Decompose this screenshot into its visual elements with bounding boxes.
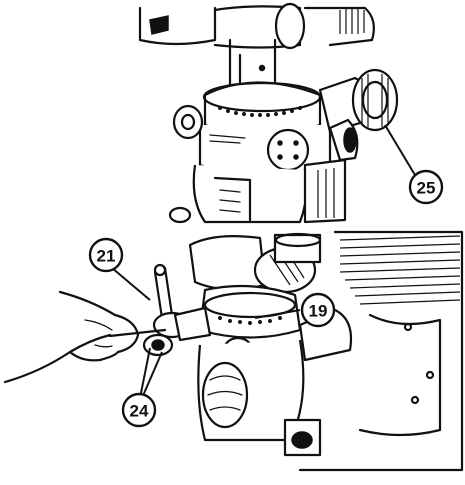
callout-25-label: 25 (417, 179, 436, 198)
callout-24-label: 24 (130, 402, 149, 421)
bottom-view (5, 232, 462, 470)
callout-21-label: 21 (97, 247, 116, 266)
knurled-knob-top (340, 9, 364, 34)
callout-19: 19 (302, 294, 334, 326)
callout-24: 24 (123, 394, 155, 426)
eyepiece-cylinder (276, 4, 304, 48)
top-view (140, 4, 415, 222)
right-knob-assembly (320, 70, 397, 160)
callout-19-label: 19 (309, 302, 328, 321)
callout-21: 21 (90, 239, 122, 271)
callout-25: 25 (410, 171, 442, 203)
operator-hand (5, 292, 165, 382)
cover-plate (268, 130, 308, 170)
